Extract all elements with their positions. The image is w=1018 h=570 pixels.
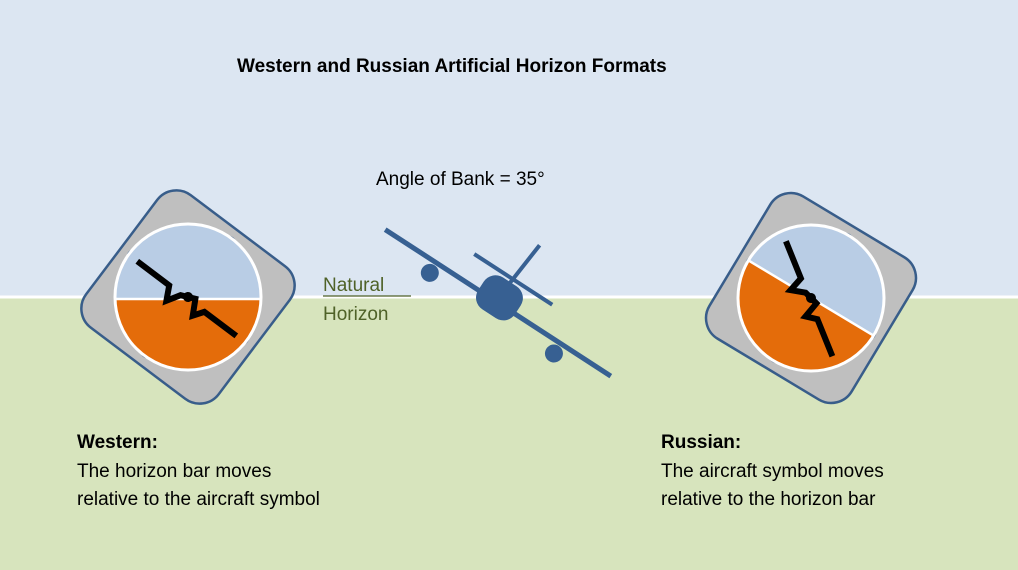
diagram-title: Western and Russian Artificial Horizon F… (237, 56, 667, 77)
russian-caption: Russian: The aircraft symbol moves relat… (661, 429, 884, 515)
natural-horizon-label-line1: Natural (323, 275, 385, 296)
western-caption: Western: The horizon bar moves relative … (77, 429, 320, 515)
natural-horizon-label-line2: Horizon (323, 304, 389, 325)
western-line1: The horizon bar moves (77, 460, 272, 482)
western-attitude-indicator (80, 189, 296, 405)
western-line2: relative to the aircraft symbol (77, 489, 320, 510)
russian-attitude-indicator (704, 191, 918, 405)
russian-line1: The aircraft symbol moves (661, 460, 884, 482)
russian-line2: relative to the horizon bar (661, 489, 876, 510)
aircraft-symbol (783, 240, 836, 358)
western-heading: Western: (77, 432, 158, 453)
banked-aircraft-icon (383, 227, 613, 379)
bank-angle-label: Angle of Bank = 35° (376, 169, 545, 190)
russian-heading: Russian: (661, 432, 742, 453)
aircraft-symbol (135, 258, 239, 339)
